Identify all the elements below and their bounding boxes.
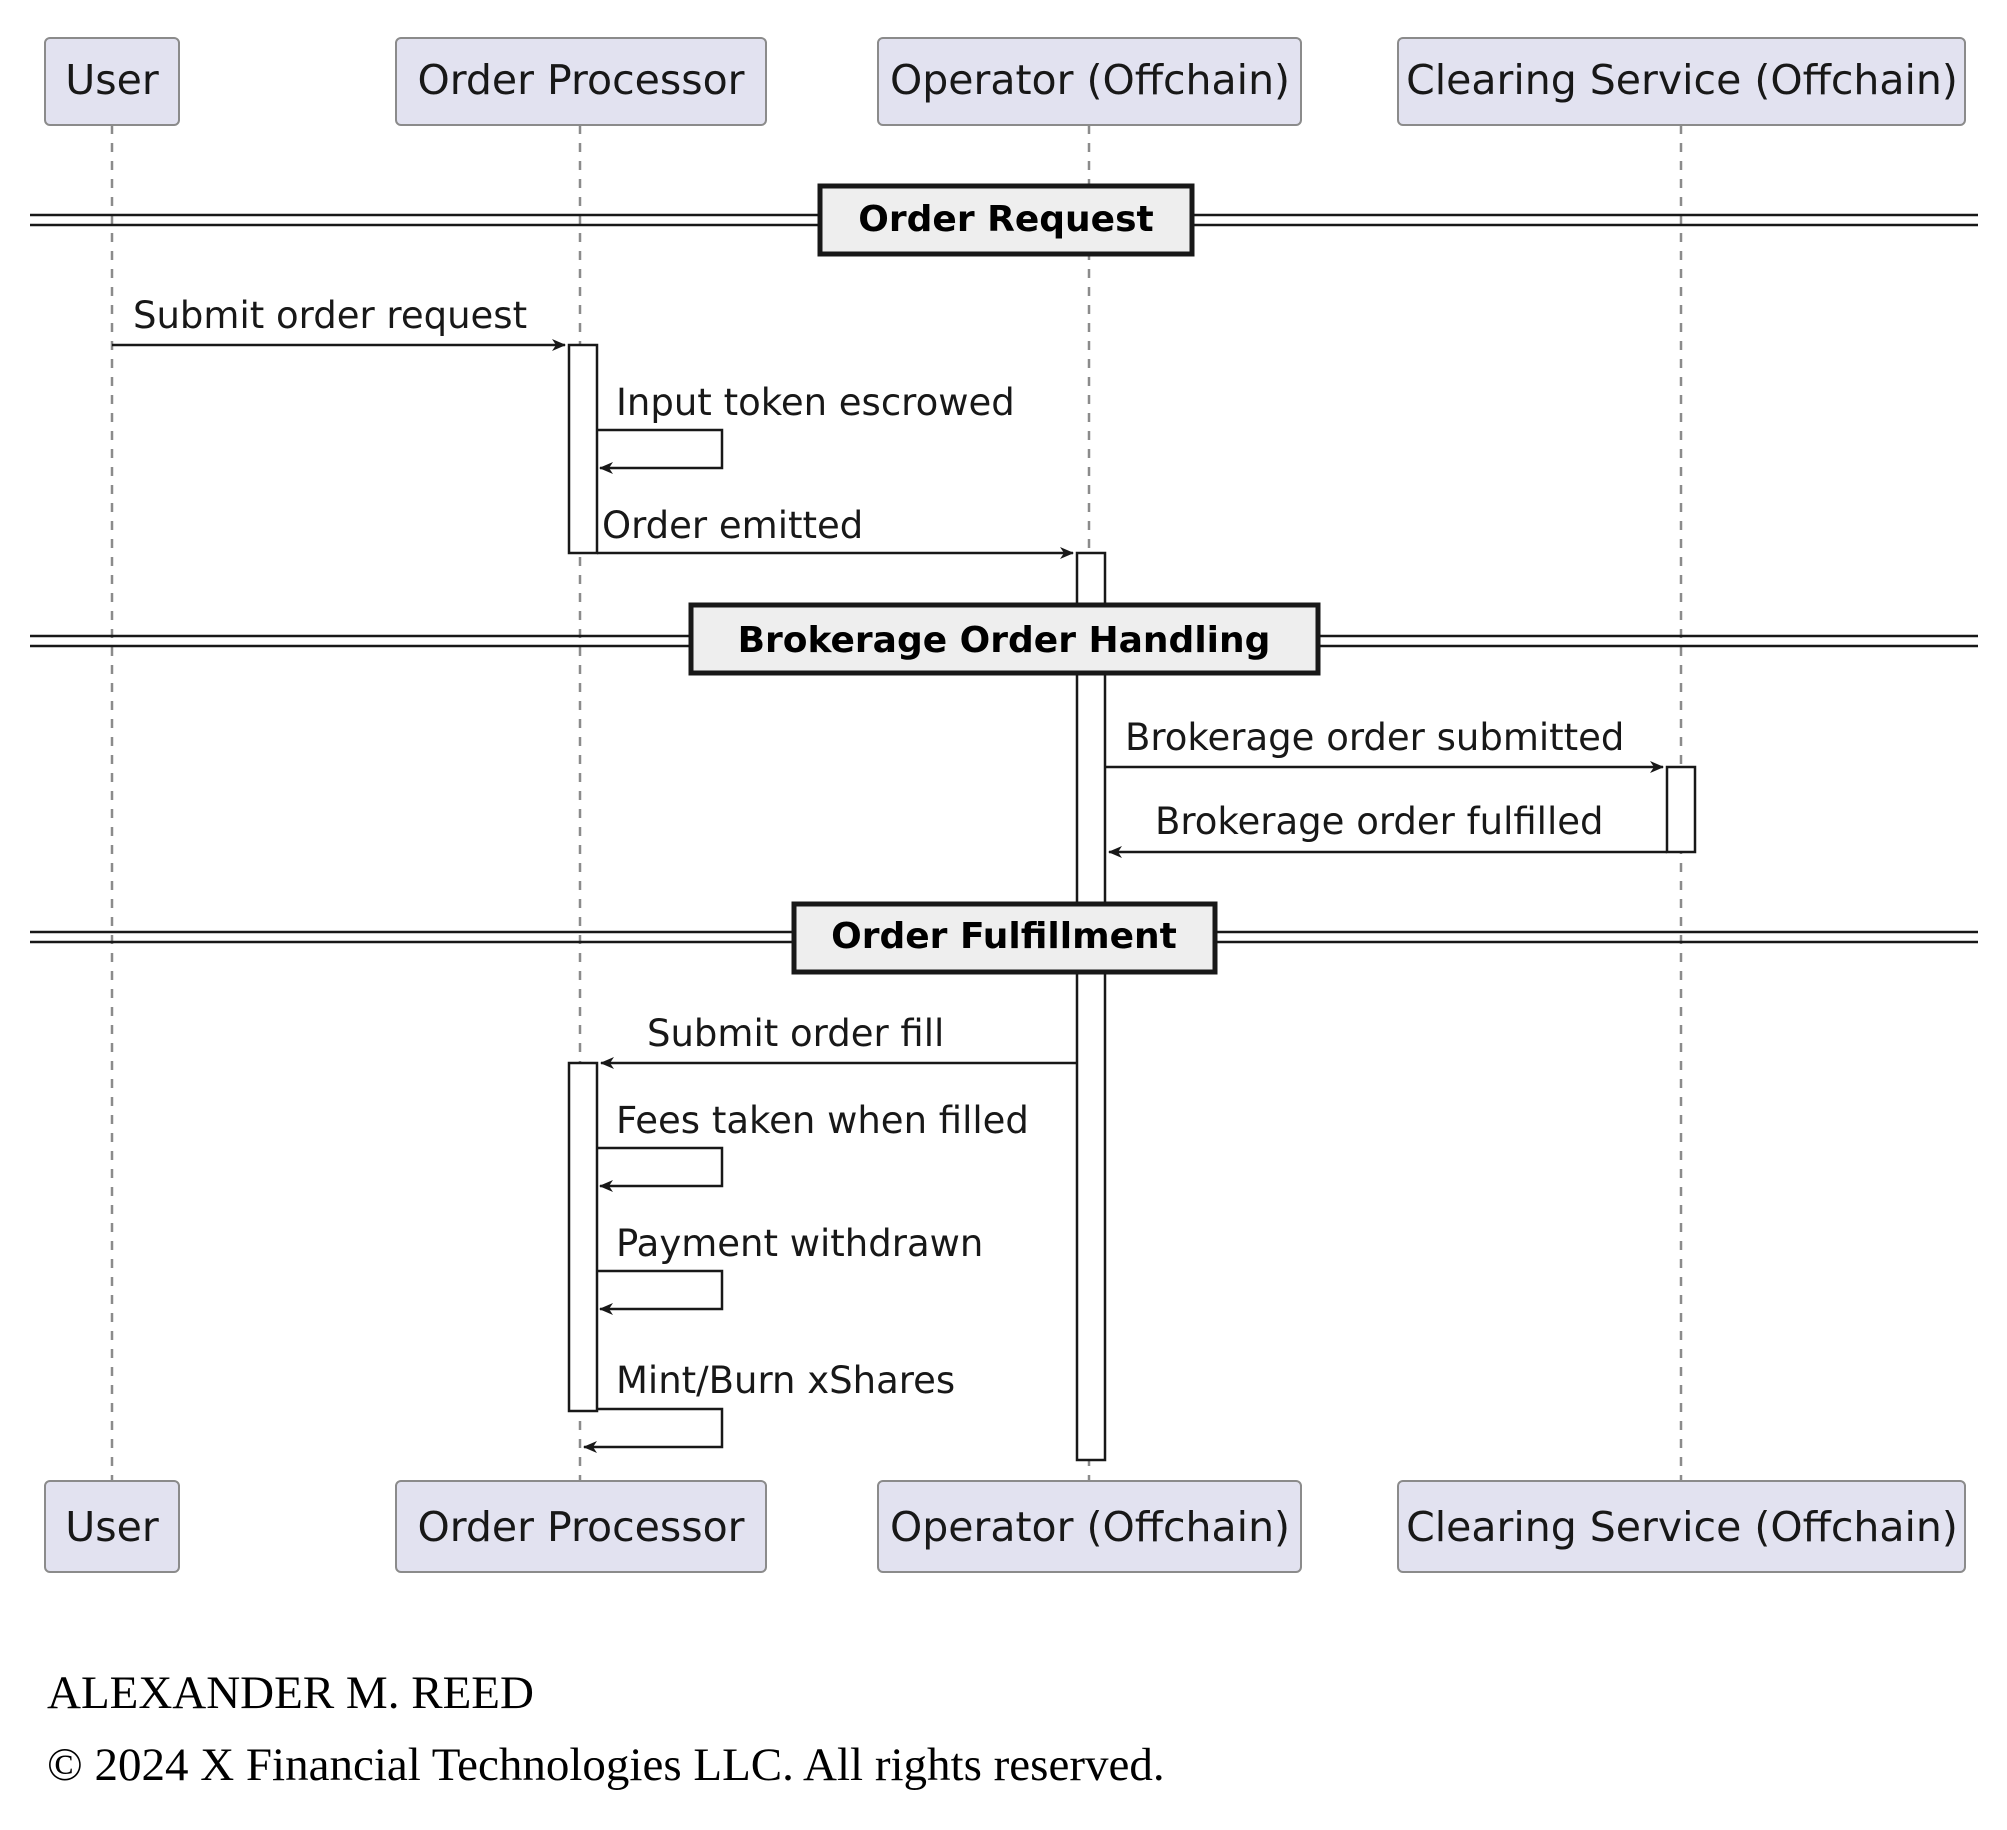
- participant-label: User: [65, 56, 159, 104]
- activation-bars: [567, 343, 1697, 1462]
- message-label: Submit order fill: [647, 1012, 944, 1055]
- divider-order-request: Order Request: [30, 183, 1978, 257]
- participant-operator-bottom: Operator (Offchain): [877, 1480, 1302, 1573]
- activation-order-processor-1: [567, 343, 599, 555]
- message-label: Mint/Burn xShares: [616, 1359, 955, 1402]
- divider-label: Order Fulfillment: [831, 916, 1177, 957]
- participant-operator-top: Operator (Offchain): [877, 37, 1302, 126]
- footer-copyright: © 2024 X Financial Technologies LLC. All…: [47, 1739, 1165, 1791]
- message-order-emitted: Order emitted: [597, 504, 1074, 559]
- participant-label: Clearing Service (Offchain): [1406, 56, 1958, 104]
- message-label: Submit order request: [133, 294, 527, 337]
- message-mint-burn-xshares: Mint/Burn xShares: [583, 1359, 955, 1453]
- participant-label: User: [65, 1503, 159, 1551]
- message-label: Fees taken when filled: [616, 1099, 1029, 1142]
- participant-clearing-service-bottom: Clearing Service (Offchain): [1397, 1480, 1966, 1573]
- message-label: Brokerage order fulfilled: [1155, 800, 1603, 843]
- divider-order-fulfillment: Order Fulfillment: [30, 901, 1978, 975]
- participant-user-bottom: User: [44, 1480, 180, 1573]
- participant-order-processor-bottom: Order Processor: [395, 1480, 767, 1573]
- message-submit-order-fill: Submit order fill: [600, 1012, 1077, 1069]
- activation-operator: [1075, 551, 1107, 1462]
- participant-label: Operator (Offchain): [890, 1503, 1290, 1551]
- participant-label: Order Processor: [417, 56, 744, 104]
- participant-label: Order Processor: [417, 1503, 744, 1551]
- divider-label: Brokerage Order Handling: [738, 620, 1271, 661]
- activation-order-processor-2: [567, 1061, 599, 1413]
- footer-author: ALEXANDER M. REED: [47, 1667, 534, 1719]
- message-label: Order emitted: [602, 504, 863, 547]
- participant-label: Operator (Offchain): [890, 56, 1290, 104]
- message-label: Payment withdrawn: [616, 1222, 983, 1265]
- message-label: Input token escrowed: [616, 381, 1015, 424]
- message-brokerage-order-submitted: Brokerage order submitted: [1105, 716, 1664, 773]
- participant-user-top: User: [44, 37, 180, 126]
- message-fees-taken-when-filled: Fees taken when filled: [597, 1099, 1029, 1192]
- activation-clearing-service: [1665, 765, 1697, 854]
- participant-clearing-service-top: Clearing Service (Offchain): [1397, 37, 1966, 126]
- message-brokerage-order-fulfilled: Brokerage order fulfilled: [1108, 800, 1667, 858]
- participant-label: Clearing Service (Offchain): [1406, 1503, 1958, 1551]
- participant-order-processor-top: Order Processor: [395, 37, 767, 126]
- message-submit-order-request: Submit order request: [112, 294, 566, 351]
- divider-label: Order Request: [858, 199, 1153, 240]
- divider-brokerage-order-handling: Brokerage Order Handling: [30, 602, 1978, 676]
- message-payment-withdrawn: Payment withdrawn: [597, 1222, 983, 1315]
- message-label: Brokerage order submitted: [1125, 716, 1624, 759]
- message-input-token-escrowed: Input token escrowed: [597, 381, 1015, 474]
